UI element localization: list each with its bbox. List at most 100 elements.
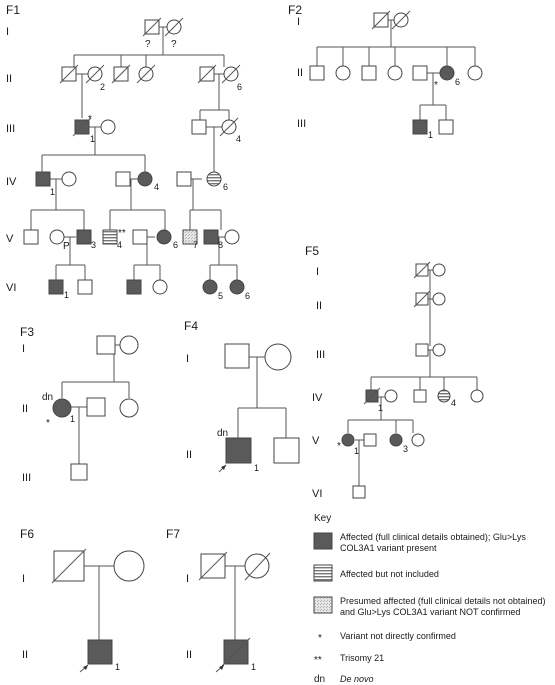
male-unaffected xyxy=(438,119,454,135)
gen-label: II xyxy=(297,67,303,79)
male-unaffected xyxy=(412,65,428,81)
legend-title: Key xyxy=(314,513,331,524)
individual-number: 4 xyxy=(154,182,159,192)
legend-symbol-star: * xyxy=(318,633,322,644)
male-affected xyxy=(35,171,51,187)
legend-label: Affected (full clinical details obtained… xyxy=(340,532,526,542)
gen-label: II xyxy=(6,73,12,85)
trisomy-mark: ** xyxy=(118,228,126,239)
female-unaffected xyxy=(432,292,446,306)
gen-label: IV xyxy=(312,392,323,404)
gen-label: I xyxy=(22,573,25,585)
male-unaffected xyxy=(361,65,377,81)
gen-label: I xyxy=(22,343,25,355)
unknown-mark: ? xyxy=(171,39,177,50)
family-f5: F5 I II III IV V VI xyxy=(305,244,484,500)
de-novo-mark: dn xyxy=(217,428,228,439)
family-label-f1: F1 xyxy=(6,3,20,17)
female-affected xyxy=(439,65,455,81)
female-unaffected xyxy=(119,335,139,355)
individual-number: 1 xyxy=(428,130,433,140)
family-f1: F1 I II III IV V VI xyxy=(6,3,250,301)
female-unaffected xyxy=(100,119,116,135)
legend-label: Affected but not included xyxy=(340,569,439,579)
gen-label: II xyxy=(186,649,192,661)
family-f2: F2 I II III * 6 xyxy=(288,3,483,140)
female-affected xyxy=(229,279,245,295)
gen-label: III xyxy=(297,118,306,130)
individual-number: 2 xyxy=(100,82,105,92)
male-unaffected xyxy=(176,171,192,187)
gen-label: II xyxy=(22,403,28,415)
male-affected xyxy=(126,279,142,295)
female-unaffected xyxy=(61,171,77,187)
legend-swatch-not-included xyxy=(313,564,333,582)
male-unaffected xyxy=(309,65,325,81)
female-not-included xyxy=(437,389,451,403)
female-affected xyxy=(156,229,172,245)
female-unaffected xyxy=(49,229,65,245)
gen-label: II xyxy=(22,649,28,661)
family-f6: F6 I II 1 xyxy=(20,527,145,673)
female-affected-proband xyxy=(52,398,72,418)
individual-number: 6 xyxy=(223,182,228,192)
male-unaffected xyxy=(413,389,427,403)
gen-label: II xyxy=(186,449,192,461)
gen-label: VI xyxy=(6,282,16,294)
pedigree-lines xyxy=(347,269,478,486)
individual-number: 6 xyxy=(173,240,178,250)
individual-number: 1 xyxy=(354,446,359,456)
gen-label: I xyxy=(297,16,300,28)
individual-number: 3 xyxy=(403,444,408,454)
gen-label: I xyxy=(6,26,9,38)
pedigree-lines xyxy=(237,356,287,438)
gen-label: I xyxy=(186,573,189,585)
legend-label: Variant not directly confirmed xyxy=(340,631,456,641)
female-unaffected xyxy=(387,65,403,81)
legend-label: Presumed affected (full clinical details… xyxy=(340,596,545,606)
legend-symbol-dn: dn xyxy=(314,674,325,685)
male-unaffected xyxy=(23,229,39,245)
individual-number: 1 xyxy=(64,290,69,300)
family-label-f7: F7 xyxy=(166,527,180,541)
male-unaffected xyxy=(96,335,116,355)
pedigree-lines xyxy=(30,26,238,280)
family-label-f4: F4 xyxy=(184,319,198,333)
male-affected-proband xyxy=(225,437,252,464)
female-unaffected xyxy=(470,389,484,403)
individual-number: 6 xyxy=(245,291,250,301)
male-unaffected xyxy=(415,343,429,357)
male-unaffected xyxy=(86,397,106,417)
male-unaffected xyxy=(352,485,366,499)
variant-not-confirmed-mark: * xyxy=(88,114,92,125)
legend-label: and Glu>Lys COL3A1 variant NOT confirmed xyxy=(340,607,520,617)
individual-number: 1 xyxy=(378,403,383,413)
individual-number: 6 xyxy=(237,82,242,92)
female-affected xyxy=(137,171,153,187)
unknown-mark: ? xyxy=(145,39,151,50)
gen-label: I xyxy=(186,353,189,365)
female-unaffected xyxy=(384,389,398,403)
family-label-f2: F2 xyxy=(288,3,302,17)
legend-swatch-affected xyxy=(313,532,333,550)
individual-number: 8 xyxy=(218,240,223,250)
individual-number: 1 xyxy=(251,662,256,672)
de-novo-mark: dn xyxy=(42,392,53,403)
family-label-f3: F3 xyxy=(20,325,34,339)
individual-number: 1 xyxy=(70,414,75,424)
female-unaffected xyxy=(411,433,425,447)
family-f3: F3 I II III dn * 1 xyxy=(20,325,139,484)
individual-number: 1 xyxy=(254,463,259,473)
female-unaffected xyxy=(113,550,145,582)
gen-label: IV xyxy=(6,176,17,188)
individual-number: 4 xyxy=(451,398,456,408)
female-affected xyxy=(389,433,403,447)
female-unaffected xyxy=(224,229,240,245)
individual-number: 1 xyxy=(50,187,55,197)
female-not-included xyxy=(206,171,222,187)
family-label-f6: F6 xyxy=(20,527,34,541)
individual-number: 6 xyxy=(455,77,460,87)
family-label-f5: F5 xyxy=(305,244,319,258)
gen-label: VI xyxy=(312,488,322,500)
female-unaffected xyxy=(467,65,483,81)
